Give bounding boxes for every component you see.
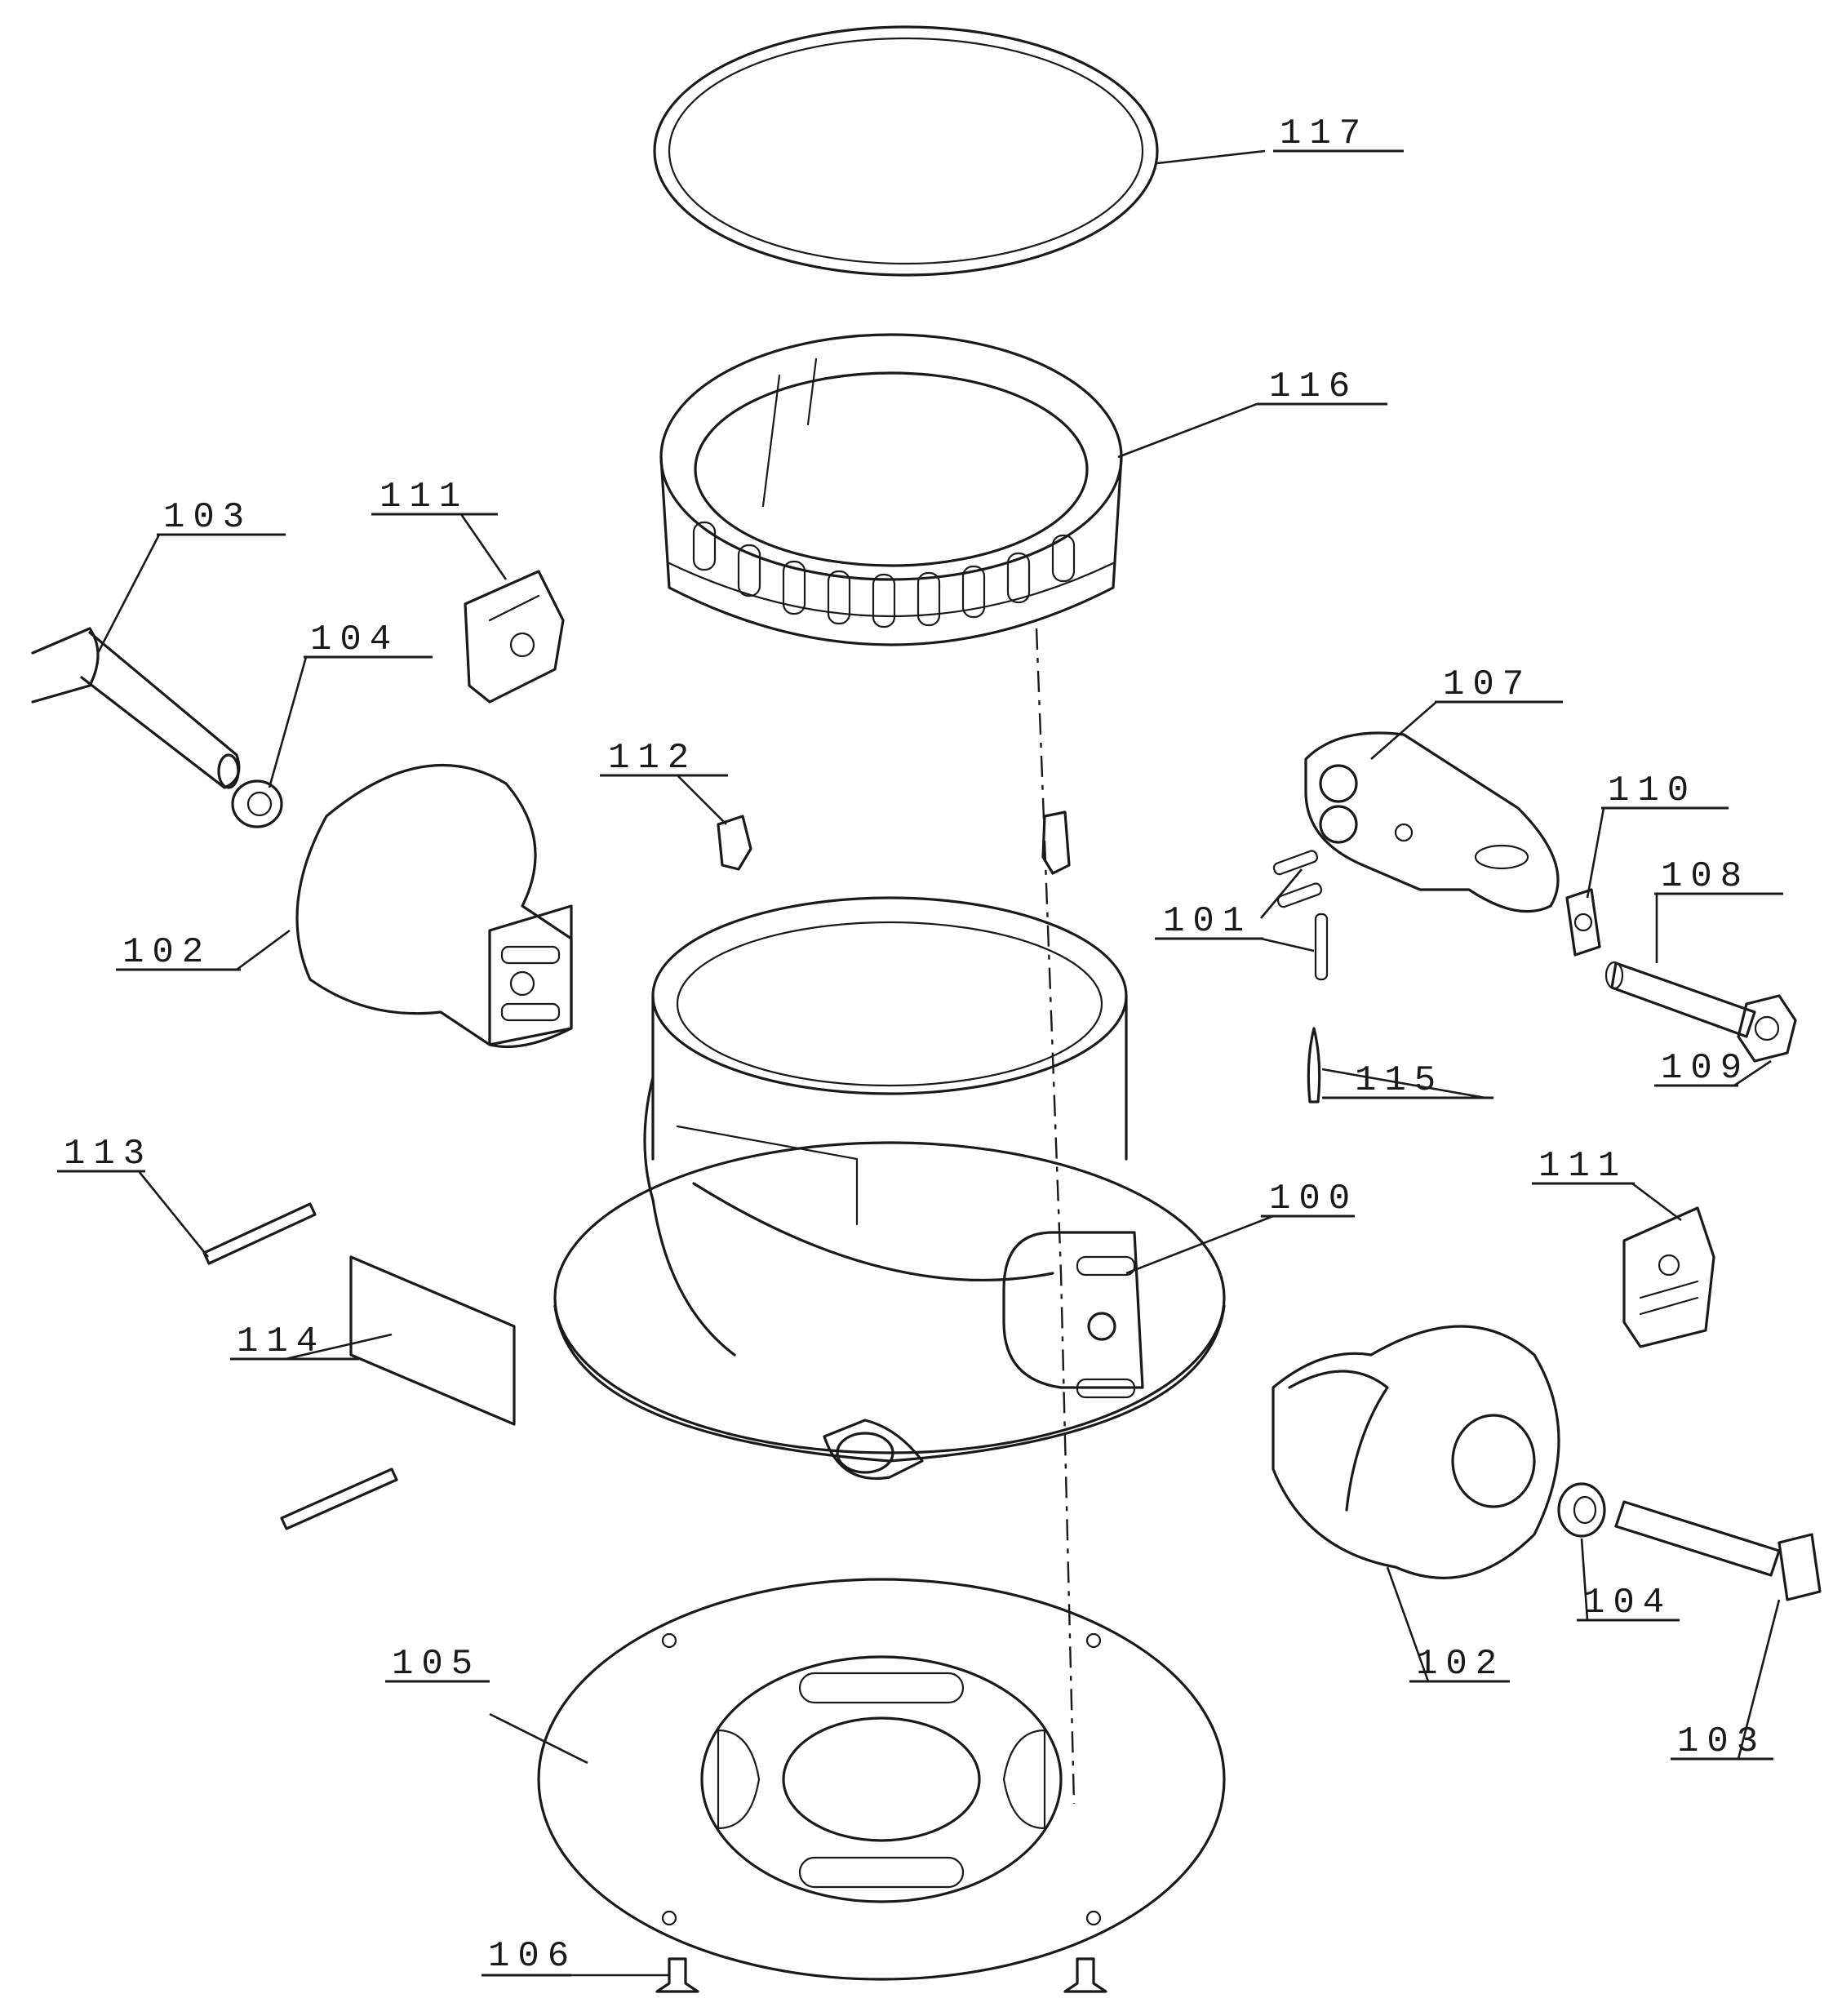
- part-100-router-base: [553, 896, 1226, 1480]
- svg-text:116: 116: [1269, 366, 1358, 407]
- part-117-o-ring: [653, 25, 1159, 277]
- svg-text:111: 111: [1538, 1146, 1627, 1187]
- part-101-pins: [1272, 850, 1329, 981]
- svg-text:102: 102: [1416, 1644, 1505, 1685]
- callout-103-right: 103: [1671, 1721, 1773, 1762]
- callout-113: 113: [57, 1134, 153, 1175]
- svg-text:109: 109: [1661, 1048, 1750, 1089]
- callout-111-upper: 111: [371, 477, 498, 517]
- part-110-nut-plate: [1565, 888, 1601, 957]
- svg-text:100: 100: [1269, 1179, 1358, 1219]
- part-106-screws: [655, 1957, 1107, 1993]
- part-103-pin-left: [31, 627, 241, 789]
- part-108-bolt: [1604, 961, 1756, 1038]
- svg-text:106: 106: [488, 1936, 577, 1977]
- svg-text:102: 102: [122, 932, 211, 973]
- callout-100: 100: [1261, 1179, 1358, 1219]
- part-102-knob-right: [1272, 1325, 1560, 1579]
- part-109-nut: [1737, 994, 1797, 1063]
- svg-text:103: 103: [1677, 1721, 1766, 1762]
- part-104-washer-right: [1557, 1482, 1606, 1538]
- part-103-pin-right: [1614, 1500, 1822, 1601]
- callout-105: 105: [385, 1644, 490, 1685]
- callout-115: 115: [1322, 1060, 1493, 1101]
- callout-103-left: 103: [157, 497, 286, 538]
- svg-text:110: 110: [1608, 770, 1697, 811]
- svg-text:111: 111: [379, 477, 468, 517]
- callout-107: 107: [1435, 664, 1563, 705]
- callout-114: 114: [230, 1321, 359, 1362]
- svg-text:104: 104: [310, 619, 399, 660]
- svg-text:112: 112: [608, 738, 697, 779]
- part-112-clip: [717, 810, 1071, 875]
- callout-110: 110: [1601, 770, 1729, 811]
- svg-text:115: 115: [1355, 1060, 1444, 1101]
- callout-111-lower: 111: [1532, 1146, 1635, 1187]
- callout-104-left: 104: [304, 619, 433, 660]
- svg-text:103: 103: [163, 497, 252, 538]
- callout-101: 101: [1155, 901, 1263, 942]
- part-105-sub-base: [537, 1578, 1226, 1981]
- part-115-spring-clip: [1307, 1027, 1321, 1103]
- part-102-knob-left: [295, 763, 573, 1049]
- svg-text:117: 117: [1280, 113, 1369, 154]
- svg-text:108: 108: [1661, 856, 1750, 897]
- svg-text:104: 104: [1583, 1583, 1672, 1623]
- leader-lines: [96, 149, 1781, 1977]
- assembly-center-line: [1035, 628, 1076, 1805]
- part-111-clip-lower: [1622, 1206, 1715, 1348]
- callout-109: 109: [1654, 1048, 1750, 1089]
- callout-112: 112: [600, 738, 728, 779]
- svg-text:107: 107: [1443, 664, 1532, 705]
- callout-102-left: 102: [116, 932, 241, 973]
- callout-104-right: 104: [1577, 1583, 1680, 1623]
- part-114-label-plate: [349, 1255, 516, 1426]
- callout-116: 116: [1257, 366, 1387, 407]
- svg-text:105: 105: [392, 1644, 481, 1685]
- part-104-washer-left: [231, 779, 283, 828]
- svg-text:113: 113: [64, 1134, 153, 1175]
- svg-text:114: 114: [237, 1321, 326, 1362]
- callout-102-right: 102: [1409, 1644, 1510, 1685]
- part-113-rods: [202, 1202, 398, 1530]
- callout-117: 117: [1273, 113, 1404, 154]
- callout-106: 106: [482, 1936, 577, 1977]
- callout-108: 108: [1654, 856, 1783, 897]
- svg-text:101: 101: [1163, 901, 1252, 942]
- part-116-adjustment-ring: [659, 333, 1123, 646]
- part-107-clamp-lever: [1304, 731, 1560, 913]
- part-111-clip-upper: [464, 570, 565, 704]
